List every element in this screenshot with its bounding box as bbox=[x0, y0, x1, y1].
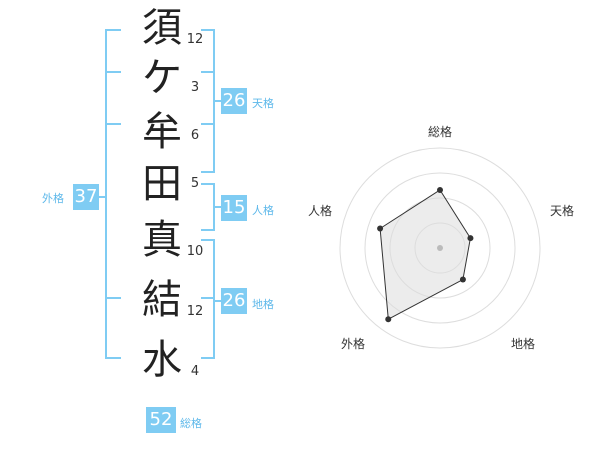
radar-point-chikaku bbox=[459, 276, 466, 283]
name-char-4: 田 bbox=[142, 161, 182, 207]
stroke-count-2: 3 bbox=[190, 80, 200, 95]
stroke-count-4: 5 bbox=[190, 176, 200, 191]
soukaku-label: 総格 bbox=[180, 417, 202, 430]
radar-label-jinkaku: 人格 bbox=[308, 204, 333, 218]
tenkaku-badge: 26 bbox=[221, 88, 247, 114]
chikaku-badge: 26 bbox=[221, 288, 247, 314]
name-char-1: 須 bbox=[142, 5, 182, 51]
stroke-count-3: 6 bbox=[190, 128, 200, 143]
soukaku-badge: 52 bbox=[146, 407, 176, 433]
stroke-count-6: 12 bbox=[186, 304, 204, 319]
tenkaku-label: 天格 bbox=[252, 97, 274, 110]
stroke-count-5: 10 bbox=[186, 244, 204, 259]
radar-ring bbox=[364, 172, 516, 324]
radar-label-chikaku: 地格 bbox=[511, 337, 536, 351]
radar-polygon bbox=[379, 189, 471, 320]
chikaku-label: 地格 bbox=[252, 298, 274, 311]
name-char-6: 結 bbox=[142, 277, 182, 323]
gaikaku-label: 外格 bbox=[42, 192, 64, 205]
jinkaku-label: 人格 bbox=[252, 204, 274, 217]
radar-point-jinkaku bbox=[377, 225, 384, 232]
stroke-count-1: 12 bbox=[186, 32, 204, 47]
name-char-3: 牟 bbox=[142, 109, 182, 155]
gaikaku-bracket bbox=[105, 29, 121, 359]
name-char-5: 真 bbox=[142, 217, 182, 263]
radar-chart bbox=[339, 147, 541, 349]
jinkaku-badge: 15 bbox=[221, 195, 247, 221]
name-char-7: 水 bbox=[142, 337, 182, 383]
radar-label-gaikaku: 外格 bbox=[341, 337, 366, 351]
name-char-2: ケ bbox=[142, 55, 182, 101]
tenkaku-bracket bbox=[201, 29, 215, 173]
radar-label-tenkaku: 天格 bbox=[550, 204, 575, 218]
gaikaku-badge: 37 bbox=[73, 184, 99, 210]
radar-point-gaikaku bbox=[385, 316, 392, 323]
radar-point-soukaku bbox=[437, 187, 443, 193]
radar-point-tenkaku bbox=[467, 235, 474, 242]
radar-label-soukaku: 総格 bbox=[428, 125, 453, 139]
stroke-count-7: 4 bbox=[190, 364, 200, 379]
radar-center bbox=[437, 245, 443, 251]
